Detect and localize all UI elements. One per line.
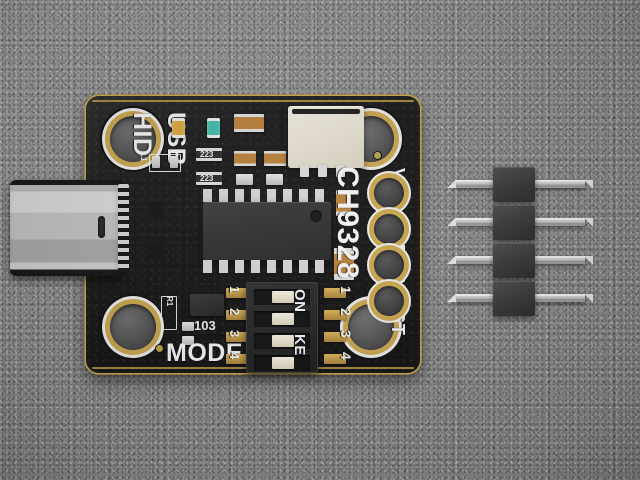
silk-text-l1: L1	[139, 152, 148, 162]
dip-lane-2[interactable]	[254, 311, 310, 327]
resistor-ladder-l3	[226, 332, 248, 342]
silk-outline-inductor	[149, 154, 181, 172]
header-block-4	[493, 281, 535, 316]
dip-actuator-1[interactable]	[272, 291, 294, 303]
usb-c-slot	[98, 216, 105, 238]
smd-pad-b	[170, 156, 178, 168]
usb-c-tab-bottom	[150, 242, 163, 259]
smd-pad-e	[182, 322, 194, 331]
header-block-2	[493, 205, 535, 240]
silk-text-223-a: 223	[200, 150, 214, 159]
dip-label-on: ON	[291, 289, 308, 313]
resistor-ladder-r3	[324, 332, 346, 342]
silkscreen-chip-name: CH9328	[331, 166, 364, 280]
jst-stemma-connector	[288, 106, 364, 177]
jst-top-edge	[292, 109, 360, 114]
resistor-ladder-l1	[226, 288, 248, 298]
dip-number-left-4: 4	[227, 352, 242, 360]
dip-lane-4[interactable]	[254, 355, 310, 371]
transistor-103	[190, 294, 224, 316]
pad-vcc	[374, 286, 404, 316]
pad-rst	[374, 178, 404, 208]
usb-c-connector	[10, 180, 163, 276]
dip-actuator-4[interactable]	[272, 357, 294, 369]
resistor-ladder-l2	[226, 310, 248, 320]
silkscreen-edge-trace-top	[92, 100, 414, 102]
capacitor-mid-b	[264, 151, 286, 166]
dip-lane-3[interactable]	[254, 333, 310, 349]
pad-rx	[374, 214, 404, 244]
test-point-top-right	[374, 152, 381, 159]
dip-number-left-3: 3	[227, 330, 242, 338]
capacitor-right-a	[336, 190, 351, 216]
led-usb	[207, 118, 220, 138]
dip-actuator-2[interactable]	[272, 313, 294, 325]
test-point-bottom-left	[156, 345, 163, 352]
ic-legs-bottom	[203, 260, 331, 273]
silk-text-103: 103	[194, 318, 216, 333]
resistor-223-b	[196, 172, 222, 185]
resistor-ladder-l4	[226, 354, 248, 364]
dip-actuator-3[interactable]	[272, 335, 294, 347]
dip-number-right-4: 4	[338, 352, 354, 360]
jst-foot-3	[336, 165, 345, 177]
silk-text-r1: R1	[165, 296, 174, 307]
dip-number-left-2: 2	[227, 308, 242, 316]
resistor-ladder-r1	[324, 288, 346, 298]
resistor-223-a	[196, 148, 222, 161]
capacitor-right-b	[334, 248, 354, 280]
smd-pad-c	[236, 174, 253, 185]
header-block-1	[493, 167, 535, 202]
dip-number-right-2: 2	[338, 308, 354, 316]
main-ic-ch9328	[203, 202, 331, 260]
pin-header-strip	[447, 167, 593, 316]
usb-c-tab-top	[150, 202, 163, 219]
silkscreen-label-hid: HID	[128, 112, 156, 157]
dip-label-ke: KE	[291, 334, 308, 356]
jst-foot-1	[300, 165, 309, 177]
header-block-3	[493, 243, 535, 278]
dip-number-right-3: 3	[338, 330, 354, 338]
dip-number-right-1: 1	[338, 286, 354, 294]
capacitor-mid-a	[234, 151, 256, 166]
dip-switch-mode[interactable]	[246, 282, 318, 373]
resistor-ladder-r2	[324, 310, 346, 320]
silk-outline-r1	[161, 296, 177, 330]
jst-foot-2	[318, 165, 327, 177]
smd-pad-a	[152, 156, 160, 168]
ic-legs-top	[203, 189, 331, 202]
led-hid	[172, 118, 185, 138]
pad-gnd	[374, 250, 404, 280]
smd-pad-d	[266, 174, 283, 185]
dip-lane-1[interactable]	[254, 289, 310, 305]
mounting-hole-top-left	[110, 116, 156, 162]
dip-number-left-1: 1	[227, 286, 242, 294]
pcb-board: HID USB L1 223 223	[10, 96, 420, 373]
ic-pin1-dot	[310, 210, 322, 222]
usb-c-pin-row	[118, 184, 129, 272]
resistor-ladder-r4	[324, 354, 346, 364]
smd-pad-f	[182, 336, 194, 345]
capacitor-top	[234, 114, 264, 132]
silk-text-223-b: 223	[200, 174, 214, 183]
mounting-hole-bottom-left	[110, 304, 156, 350]
